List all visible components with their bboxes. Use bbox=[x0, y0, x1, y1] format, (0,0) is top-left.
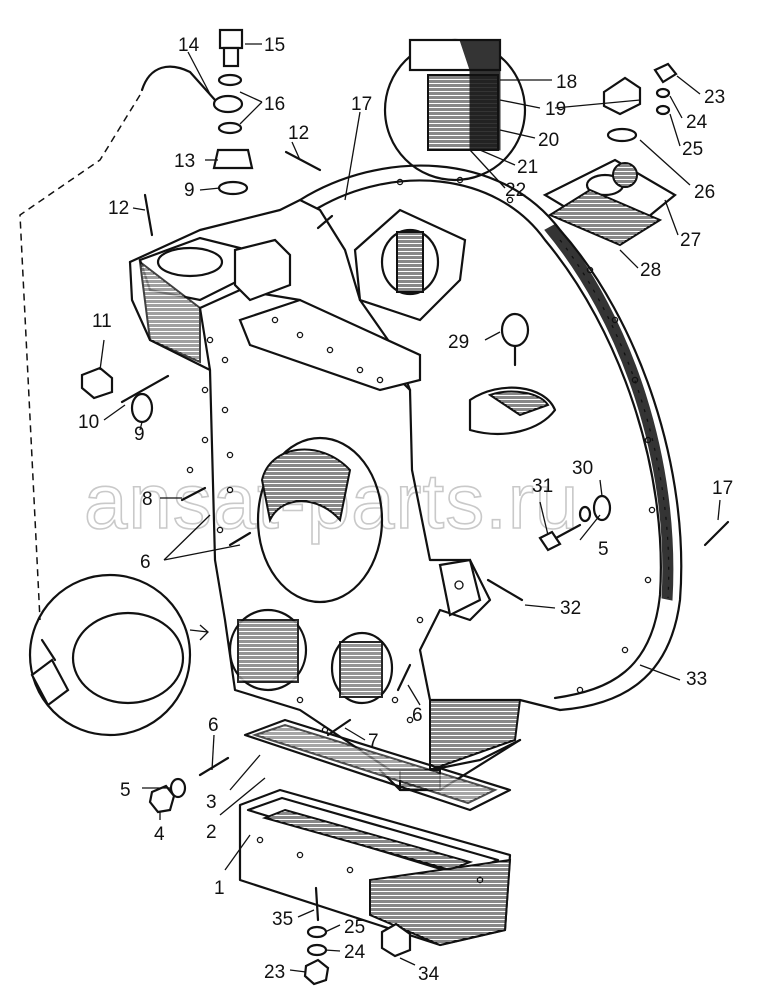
drain-plug-34 bbox=[380, 922, 412, 958]
washer-16-top bbox=[217, 73, 243, 87]
oil-pan bbox=[238, 788, 512, 947]
stud-6-right bbox=[396, 663, 412, 692]
plug-11 bbox=[80, 366, 114, 400]
callout-8: 8 bbox=[142, 489, 153, 510]
washer-24-bottom bbox=[306, 943, 328, 957]
flywheel-housing bbox=[128, 164, 683, 792]
callout-2: 2 bbox=[206, 822, 217, 843]
callout-labels: 15 14 16 13 9 12 12 17 11 10 9 8 6 6 5 4… bbox=[78, 35, 733, 985]
detail-circle-left bbox=[28, 573, 209, 737]
callout-29: 29 bbox=[448, 332, 469, 353]
callout-5-lower: 5 bbox=[120, 780, 131, 801]
washer-24-top bbox=[655, 87, 671, 99]
callout-13: 13 bbox=[174, 151, 195, 172]
callout-18: 18 bbox=[556, 72, 577, 93]
callout-5-right: 5 bbox=[598, 539, 609, 560]
callout-16: 16 bbox=[264, 94, 285, 115]
nut-23-top bbox=[653, 62, 678, 84]
callout-23-top: 23 bbox=[704, 87, 725, 108]
callout-21: 21 bbox=[517, 157, 538, 178]
stud-7 bbox=[326, 718, 352, 737]
washer-9-top bbox=[217, 180, 249, 196]
callout-22: 22 bbox=[505, 180, 526, 201]
callout-20: 20 bbox=[538, 130, 559, 151]
callout-10: 10 bbox=[78, 412, 99, 433]
callout-7: 7 bbox=[368, 731, 379, 752]
stud-8 bbox=[180, 486, 207, 502]
nut-23-bottom bbox=[303, 958, 330, 986]
callout-9-top: 9 bbox=[184, 180, 195, 201]
callout-11: 11 bbox=[92, 311, 112, 332]
callout-23-bottom: 23 bbox=[264, 962, 285, 983]
callout-1: 1 bbox=[214, 878, 225, 899]
pipe-route-line bbox=[19, 94, 141, 621]
fitting-13 bbox=[212, 148, 254, 170]
stud-12-right bbox=[284, 150, 322, 172]
callout-34: 34 bbox=[418, 964, 440, 985]
washer-25-small bbox=[655, 104, 671, 116]
callout-24-bottom: 24 bbox=[344, 942, 366, 963]
callout-9-side: 9 bbox=[134, 424, 145, 445]
callout-6-left: 6 bbox=[140, 552, 151, 573]
nut-30 bbox=[592, 494, 612, 522]
callout-6-right: 6 bbox=[412, 705, 423, 726]
callout-3: 3 bbox=[206, 792, 217, 813]
callout-14: 14 bbox=[178, 35, 200, 56]
stud-6-mid bbox=[228, 531, 252, 547]
callout-26: 26 bbox=[694, 182, 715, 203]
callout-6-lower: 6 bbox=[208, 715, 219, 736]
washer-16-bottom bbox=[217, 121, 243, 135]
gasket-28 bbox=[547, 188, 663, 247]
leader-lines bbox=[99, 43, 721, 973]
plug-bolt-15 bbox=[218, 28, 244, 68]
bolt-31-shank bbox=[554, 523, 582, 540]
detail-circle-top bbox=[383, 38, 527, 182]
callout-12-left: 12 bbox=[108, 198, 129, 219]
oil-pipe-14 bbox=[140, 65, 217, 102]
stud-12-left bbox=[143, 193, 154, 237]
callout-25-bottom: 25 bbox=[344, 917, 365, 938]
lifting-eye-29 bbox=[500, 312, 530, 367]
callout-31: 31 bbox=[532, 476, 553, 497]
dowel-17-right bbox=[703, 520, 730, 547]
stud-6-lower bbox=[198, 756, 230, 777]
washer-25-top bbox=[606, 127, 638, 143]
callout-24-top: 24 bbox=[686, 112, 708, 133]
callout-12-right: 12 bbox=[288, 123, 309, 144]
stud-10 bbox=[120, 374, 170, 404]
callout-33: 33 bbox=[686, 669, 707, 690]
stud-32 bbox=[486, 578, 524, 602]
callout-17-top: 17 bbox=[351, 94, 372, 115]
breather-cap-19 bbox=[602, 76, 642, 116]
callout-15: 15 bbox=[264, 35, 285, 56]
stud-35 bbox=[314, 886, 320, 922]
callout-35: 35 bbox=[272, 909, 293, 930]
callout-27: 27 bbox=[680, 230, 701, 251]
nut-4 bbox=[148, 784, 176, 814]
callout-19: 19 bbox=[545, 99, 566, 120]
washer-5-right bbox=[578, 505, 592, 523]
callout-17-right: 17 bbox=[712, 478, 733, 499]
callout-4: 4 bbox=[154, 824, 165, 845]
washer-9-side bbox=[130, 392, 154, 424]
callout-32: 32 bbox=[560, 598, 581, 619]
dowel-17-top bbox=[316, 214, 334, 230]
callout-25-top: 25 bbox=[682, 139, 703, 160]
washer-25-bottom bbox=[306, 925, 328, 939]
callout-30: 30 bbox=[572, 458, 593, 479]
callout-28: 28 bbox=[640, 260, 661, 281]
oil-pan-gasket bbox=[243, 718, 512, 812]
